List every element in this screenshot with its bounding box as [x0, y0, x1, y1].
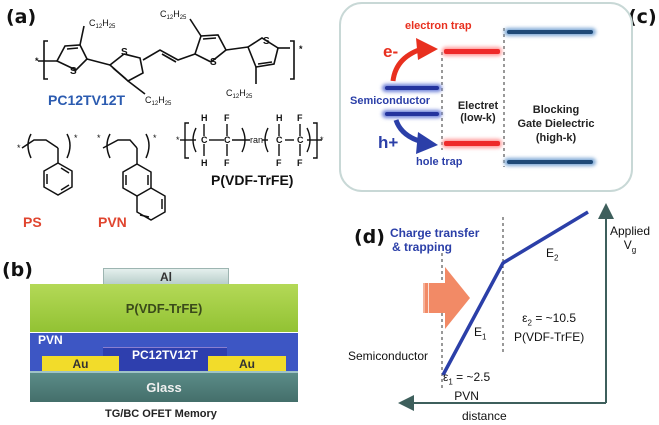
panel-c-energy-diagram [339, 2, 633, 192]
au-left-electrode: Au [42, 356, 119, 371]
side-chain-3: C12H25 [145, 95, 172, 107]
eps2-value: ε2 = ~10.5 [522, 311, 577, 328]
potential-profile-line [441, 210, 589, 376]
applied-vg-label: Applied Vg [610, 224, 650, 257]
pvn-end-left: * [97, 133, 101, 143]
semiconductor-layer: PC12TV12T [103, 347, 227, 372]
eps1-label: ε1 = ~2.5 PVN [443, 370, 490, 403]
hole-transfer-arrow [393, 119, 438, 154]
side-chain-4: C12H25 [226, 88, 253, 100]
glass-edge [30, 371, 298, 373]
pc12tv12t-atoms: S S S S * * [35, 36, 303, 77]
charge-transfer-label: Charge transfer & trapping [390, 226, 479, 254]
al-layer: Al [103, 268, 229, 285]
panel-a-structures: S S S S * * C12H25 C12H25 C12H25 C12H25 … [17, 9, 324, 221]
blocking-dielectric-label: Blocking Gate Dielectric (high-k) [511, 103, 601, 145]
pc12tv12t-label: PC12TV12T [48, 92, 126, 108]
eps2-material: P(VDF-TrFE) [514, 330, 585, 345]
semiconductor-levels [382, 84, 442, 118]
ps-label: PS [23, 214, 42, 230]
sulfur-atom-2: S [121, 47, 128, 58]
thiophene-1 [55, 44, 88, 71]
svg-text:*: * [320, 135, 324, 145]
svg-text:H: H [201, 113, 208, 123]
pvdf-trfe-label: P(VDF-TrFE) [211, 172, 294, 188]
svg-text:C: C [297, 135, 304, 145]
sulfur-atom-3: S [210, 57, 217, 68]
svg-text:F: F [276, 158, 282, 168]
ps-end-left: * [17, 143, 21, 153]
e-minus-label: e- [383, 42, 399, 61]
h-plus-label: h+ [378, 133, 399, 152]
panel-d-field-diagram [398, 203, 614, 411]
thiophene-3 [194, 34, 228, 63]
pvdf-atoms: H F H F C C C C H F F F ran * * [176, 113, 324, 168]
svg-text:H: H [201, 158, 208, 168]
svg-text:F: F [297, 113, 303, 123]
glass-substrate: Glass [30, 373, 298, 402]
pvdf-layer: P(VDF-TrFE) [30, 284, 298, 332]
device-caption: TG/BC OFET Memory [105, 408, 217, 420]
svg-text:C: C [224, 135, 231, 145]
trap-levels [442, 47, 502, 148]
thiophene-4 [247, 37, 279, 68]
blocking-line-1: Blocking [532, 104, 580, 116]
left-bracket [43, 40, 48, 80]
panel-a-label: (a) [6, 6, 37, 28]
electret-line-2: (low-k) [460, 112, 496, 124]
panel-d-label: (d) [354, 226, 385, 248]
eps1-value: ε1 = ~2.5 [443, 370, 491, 387]
svg-text:C: C [276, 135, 283, 145]
svg-text:*: * [176, 135, 180, 145]
pvn-structure [102, 133, 166, 221]
eps1-material: PVN [454, 389, 479, 404]
end-mark-right: * [299, 44, 303, 54]
semiconductor-label-d: Semiconductor [348, 349, 429, 363]
electron-trap-label: electron trap [405, 20, 472, 32]
charge-line-2: & trapping [392, 240, 452, 254]
ran-label: ran [250, 135, 263, 145]
ps-structure [21, 133, 73, 196]
applied-text: Applied [610, 224, 651, 238]
pvn-end-right: * [153, 133, 157, 143]
charge-transfer-arrow [423, 267, 470, 329]
pvdf-structure [180, 122, 322, 159]
svg-text:H: H [276, 113, 283, 123]
blocking-line-3: (high-k) [535, 132, 577, 144]
side-chain-1: C12H25 [89, 18, 116, 30]
eps2-label: ε2 = ~10.5 P(VDF-TrFE) [514, 311, 584, 344]
semiconductor-label-c: Semiconductor [350, 95, 431, 107]
vg-text: Vg [623, 238, 637, 255]
side-chains: C12H25 C12H25 C12H25 C12H25 [89, 9, 253, 107]
distance-label: distance [462, 409, 507, 423]
svg-text:F: F [297, 158, 303, 168]
side-chain-2: C12H25 [160, 9, 187, 21]
pvn-label: PVN [98, 214, 127, 230]
blocking-line-2: Gate Dielectric [517, 118, 595, 130]
svg-text:F: F [224, 113, 230, 123]
pvn-layer-label: PVN [38, 333, 63, 347]
dielectric-levels [504, 28, 596, 166]
sulfur-atom-1: S [70, 66, 77, 77]
charge-line-1: Charge transfer [390, 226, 480, 240]
e1-label: E1 [474, 325, 487, 342]
pc12tv12t-structure [38, 18, 295, 95]
au-right-electrode: Au [208, 356, 286, 371]
end-mark-left: * [35, 56, 39, 66]
ps-end-right: * [74, 133, 78, 143]
thiophene-2 [108, 53, 144, 82]
hole-trap-label: hole trap [416, 156, 463, 168]
sulfur-atom-4: S [263, 36, 270, 47]
electret-label: Electret (low-k) [450, 100, 506, 124]
panel-b-label: (b) [2, 259, 33, 281]
svg-text:C: C [201, 135, 208, 145]
svg-text:F: F [224, 158, 230, 168]
panel-c-label: (c) [628, 6, 657, 28]
e2-label: E2 [546, 246, 559, 263]
right-bracket [290, 40, 295, 80]
electron-transfer-arrow [390, 38, 438, 82]
electret-line-1: Electret [457, 100, 499, 112]
